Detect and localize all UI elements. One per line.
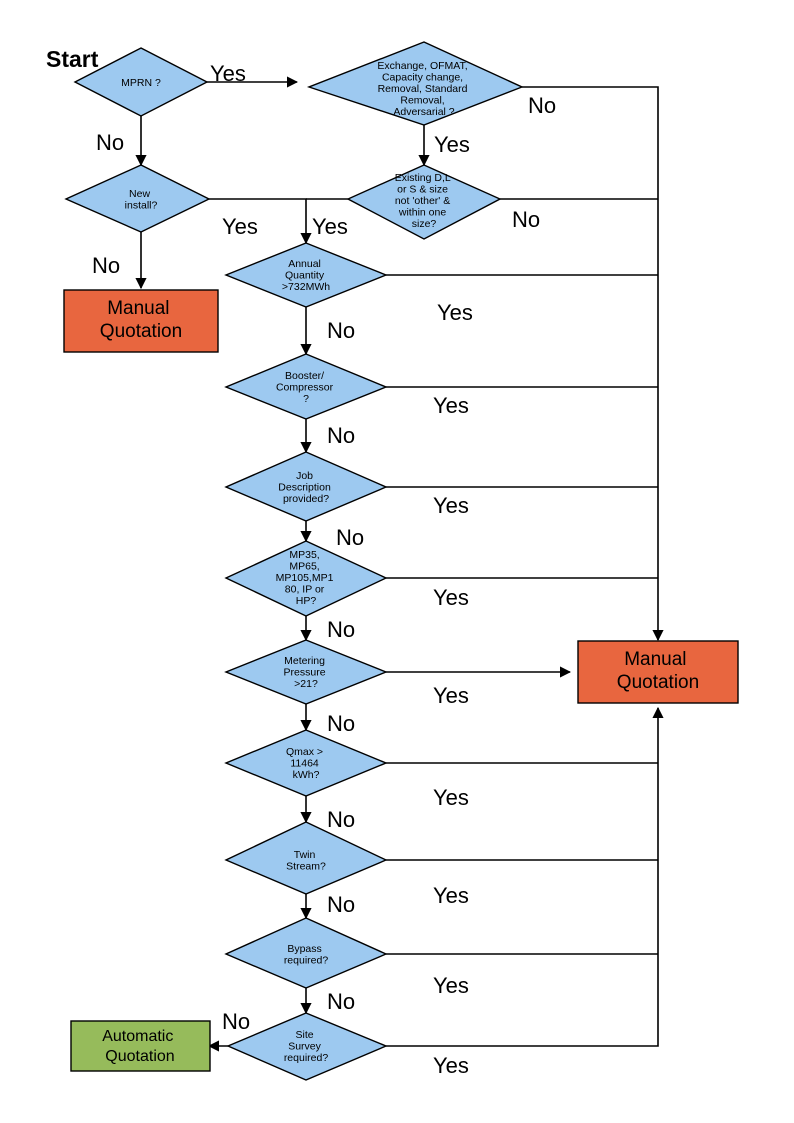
label-jobdesc-no: No [336,525,364,550]
label-booster-no: No [327,423,355,448]
label-twinstream-yes: Yes [433,883,469,908]
node-job-description-label: Job Description provided? [278,470,333,505]
node-new-install[interactable] [64,164,211,233]
label-twinstream-no: No [327,892,355,917]
label-bypass-no: No [327,989,355,1014]
node-existing-dls[interactable] [346,164,502,240]
label-booster-yes: Yes [433,393,469,418]
label-sitesurvey-yes: Yes [433,1053,469,1078]
node-manual-quotation-right-label: Manual Quotation [617,649,699,693]
node-metering-pressure-label: Metering Pressure >21? [284,655,329,690]
node-qmax[interactable] [224,729,388,797]
label-qmax-yes: Yes [433,785,469,810]
edge-exchange-no [522,86,664,642]
label-annualqty-no: No [327,318,355,343]
node-manual-quotation-left[interactable] [63,289,219,353]
start-label: Start [46,46,99,72]
node-bypass[interactable] [224,917,388,989]
node-mp-types-label: MP35, MP65, MP105,MP1 80, IP or HP? [276,549,337,607]
node-bypass-label: Bypass required? [284,943,329,967]
node-annual-quantity[interactable] [224,242,388,308]
label-jobdesc-yes: Yes [433,493,469,518]
node-annual-quantity-label: Annual Quantity >732MWh [282,258,330,293]
node-booster[interactable] [224,353,388,420]
label-annualqty-yes: Yes [437,300,473,325]
label-mptypes-no: No [327,617,355,642]
node-mprn[interactable] [73,47,209,117]
node-new-install-label: New install? [125,188,158,212]
edge-sitesurvey-yes [386,706,664,1047]
node-mprn-label: MPRN ? [121,77,161,89]
label-exchange-yes: Yes [434,132,470,157]
node-manual-quotation-left-label: Manual Quotation [100,298,182,342]
label-newinstall-yes: Yes [222,214,258,239]
node-site-survey-label: Site Survey required? [284,1029,329,1064]
node-twin-stream[interactable] [224,821,388,895]
label-metering-no: No [327,711,355,736]
node-automatic-quotation[interactable] [70,1020,211,1072]
node-booster-label: Booster/ Compressor ? [276,370,336,405]
label-metering-yes: Yes [433,683,469,708]
label-sitesurvey-no: No [222,1009,250,1034]
node-exchange[interactable] [306,41,524,126]
node-job-description[interactable] [224,451,388,522]
node-qmax-label: Qmax > 11464 kWh? [286,746,326,781]
node-metering-pressure[interactable] [224,639,388,705]
label-mptypes-yes: Yes [433,585,469,610]
label-mprn-yes: Yes [210,61,246,86]
label-bypass-yes: Yes [433,973,469,998]
label-existing-yes: Yes [312,214,348,239]
label-exchange-no: No [528,93,556,118]
label-mprn-no: No [96,130,124,155]
label-newinstall-no: No [92,253,120,278]
node-manual-quotation-right[interactable] [577,640,739,704]
node-site-survey[interactable] [226,1012,388,1081]
node-existing-dls-label: Existing D,L or S & size not 'other' & w… [395,172,454,230]
label-qmax-no: No [327,807,355,832]
node-twin-stream-label: Twin Stream? [286,849,326,873]
label-existing-no: No [512,207,540,232]
node-automatic-quotation-label: Automatic Quotation [102,1028,178,1065]
node-mp-types[interactable] [224,540,388,617]
node-exchange-label: Exchange, OFMAT, Capacity change, Remova… [377,60,470,118]
